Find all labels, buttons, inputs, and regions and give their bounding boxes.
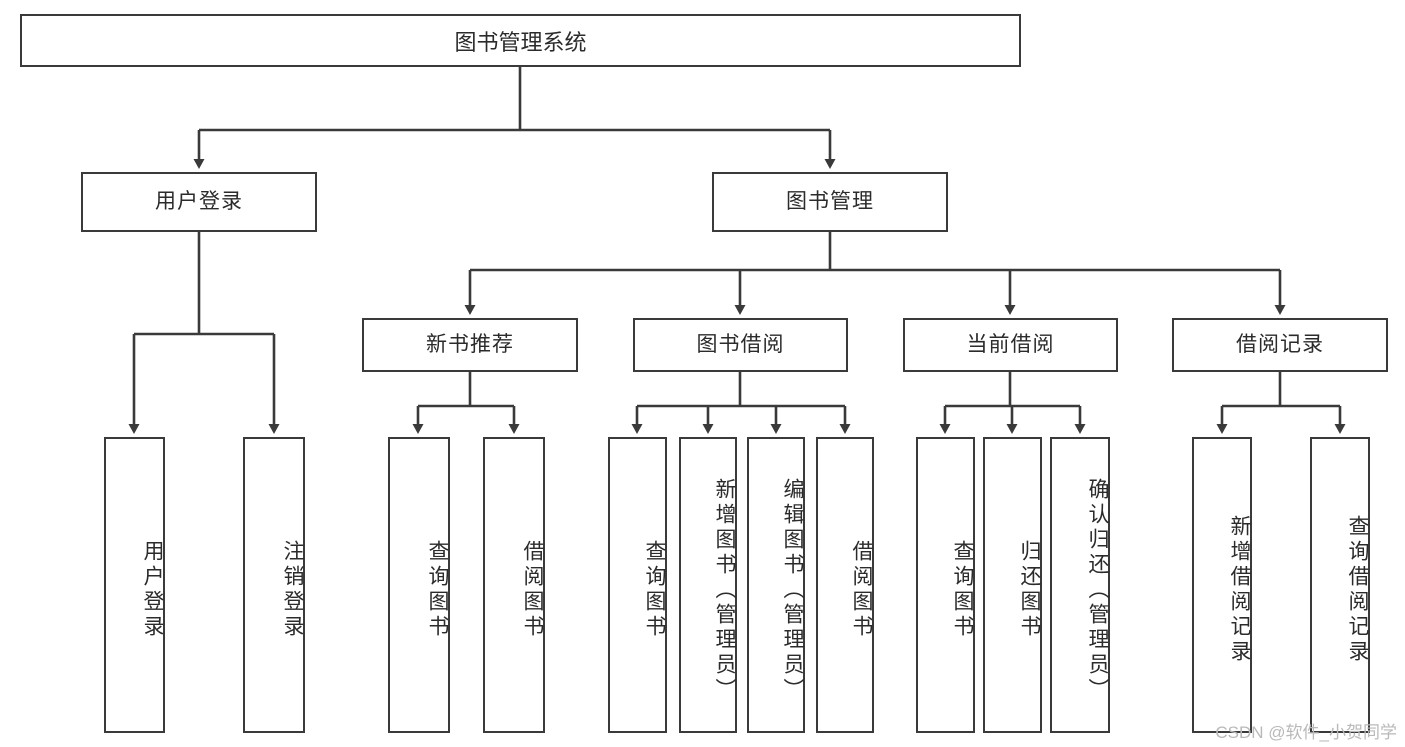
node-root[interactable]: 图书管理系统: [20, 14, 1021, 67]
node-leaf-borrow-book[interactable]: 借阅图书: [816, 437, 874, 733]
node-root-label: 图书管理系统: [454, 29, 587, 55]
node-leaf-logout-label: 注销登录: [281, 540, 304, 640]
node-leaf-add-book-admin-label: 新增图书（管理员）: [713, 477, 736, 703]
node-leaf-recommend-borrow-book-label: 借阅图书: [521, 540, 544, 640]
csdn-watermark: CSDN @软件_小贺同学: [1215, 723, 1397, 742]
node-leaf-query-borrow-record[interactable]: 查询借阅记录: [1310, 437, 1370, 733]
node-leaf-borrow-query-book-label: 查询图书: [643, 540, 666, 640]
node-leaf-edit-book-admin-label: 编辑图书（管理员）: [781, 477, 804, 703]
node-new-book-recommend[interactable]: 新书推荐: [362, 318, 578, 372]
node-leaf-logout[interactable]: 注销登录: [243, 437, 305, 733]
node-book-management[interactable]: 图书管理: [712, 172, 948, 232]
node-leaf-current-query-book[interactable]: 查询图书: [916, 437, 975, 733]
node-new-book-recommend-label: 新书推荐: [426, 333, 514, 357]
node-user-login[interactable]: 用户登录: [81, 172, 317, 232]
node-leaf-add-borrow-record-label: 新增借阅记录: [1228, 515, 1251, 665]
node-current-borrow[interactable]: 当前借阅: [903, 318, 1118, 372]
node-leaf-recommend-query-book-label: 查询图书: [426, 540, 449, 640]
node-leaf-confirm-return-admin[interactable]: 确认归还（管理员）: [1050, 437, 1110, 733]
node-borrow-record[interactable]: 借阅记录: [1172, 318, 1388, 372]
node-leaf-user-login[interactable]: 用户登录: [104, 437, 165, 733]
node-book-borrow[interactable]: 图书借阅: [633, 318, 848, 372]
node-leaf-add-borrow-record[interactable]: 新增借阅记录: [1192, 437, 1252, 733]
node-leaf-return-book-label: 归还图书: [1018, 540, 1041, 640]
node-leaf-current-query-book-label: 查询图书: [951, 540, 974, 640]
node-user-login-label: 用户登录: [155, 190, 243, 214]
node-leaf-add-book-admin[interactable]: 新增图书（管理员）: [679, 437, 737, 733]
node-leaf-recommend-borrow-book[interactable]: 借阅图书: [483, 437, 545, 733]
node-book-borrow-label: 图书借阅: [696, 333, 785, 357]
node-leaf-edit-book-admin[interactable]: 编辑图书（管理员）: [747, 437, 805, 733]
node-leaf-confirm-return-admin-label: 确认归还（管理员）: [1086, 477, 1109, 703]
node-borrow-record-label: 借阅记录: [1236, 333, 1324, 357]
node-leaf-recommend-query-book[interactable]: 查询图书: [388, 437, 450, 733]
node-leaf-return-book[interactable]: 归还图书: [983, 437, 1042, 733]
node-leaf-user-login-label: 用户登录: [141, 540, 164, 640]
node-book-management-label: 图书管理: [786, 190, 874, 214]
node-leaf-query-borrow-record-label: 查询借阅记录: [1346, 515, 1369, 665]
node-current-borrow-label: 当前借阅: [966, 333, 1055, 357]
node-leaf-borrow-query-book[interactable]: 查询图书: [608, 437, 667, 733]
node-leaf-borrow-book-label: 借阅图书: [850, 540, 873, 640]
